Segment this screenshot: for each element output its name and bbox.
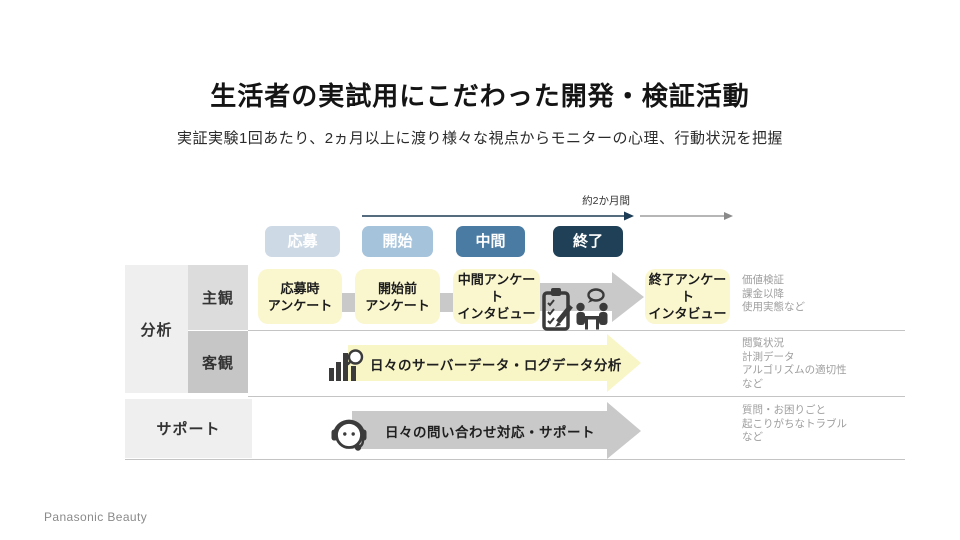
objective-note: 閲覧状況 計測データ アルゴリズムの適切性 など xyxy=(742,337,847,390)
phase-badge-start: 開始 xyxy=(362,226,433,257)
brand-logo: Panasonic Beauty xyxy=(44,510,148,524)
box-connector xyxy=(440,293,453,312)
page-title: 生活者の実試用にこだわった開発・検証活動 xyxy=(210,81,750,111)
support-flow-arrow-icon xyxy=(352,402,641,459)
survey-clipboard-icon xyxy=(542,288,573,331)
row-divider xyxy=(248,396,905,397)
survey-box-apply: 応募時 アンケート xyxy=(258,269,342,324)
duration-label: 約2か月間 xyxy=(582,195,630,207)
phase-badge-apply: 応募 xyxy=(265,226,340,257)
phase-badge-end: 終了 xyxy=(553,226,623,257)
page-subtitle: 実証実験1回あたり、2ヵ月以上に渡り様々な視点からモニターの心理、行動状況を把握 xyxy=(176,130,784,147)
objective-arrow-label: 日々のサーバーデータ・ログデータ分析 xyxy=(370,358,622,373)
row-header-subjective: 主観 xyxy=(188,265,248,330)
survey-box-prestart: 開始前 アンケート xyxy=(355,269,440,324)
box-connector xyxy=(342,293,355,312)
row-divider xyxy=(248,330,905,331)
data-analysis-icon xyxy=(329,349,364,381)
interview-people-icon xyxy=(576,288,608,330)
support-arrow-label: 日々の問い合わせ対応・サポート xyxy=(385,425,595,440)
subjective-note: 価値検証 課金以降 使用実態など xyxy=(742,274,805,313)
row-divider xyxy=(125,459,905,460)
timeline-arrow-icon xyxy=(362,211,733,221)
row-group-analysis: 分析 xyxy=(125,265,188,393)
row-header-objective: 客観 xyxy=(188,331,248,393)
survey-box-end: 終了アンケート インタビュー xyxy=(645,269,730,324)
support-note: 質問・お困りごと 起こりがちなトラブル など xyxy=(742,404,847,443)
survey-box-middle: 中間アンケート インタビュー xyxy=(453,269,540,324)
phase-badge-middle: 中間 xyxy=(456,226,525,257)
objective-flow-arrow-icon xyxy=(348,334,641,392)
row-header-support: サポート xyxy=(125,399,252,458)
headset-operator-icon xyxy=(331,419,367,451)
